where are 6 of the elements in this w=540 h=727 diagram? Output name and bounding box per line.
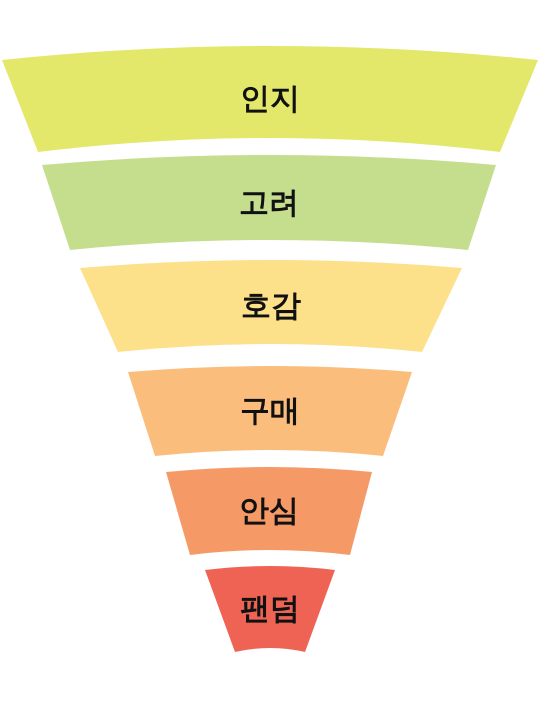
stage-label: 구매	[240, 392, 300, 430]
stage-label: 팬덤	[240, 590, 300, 628]
stage-label: 인지	[240, 80, 300, 118]
stage-label: 안심	[239, 492, 299, 530]
stage-label: 호감	[241, 288, 301, 326]
stage-label: 고려	[239, 184, 299, 222]
